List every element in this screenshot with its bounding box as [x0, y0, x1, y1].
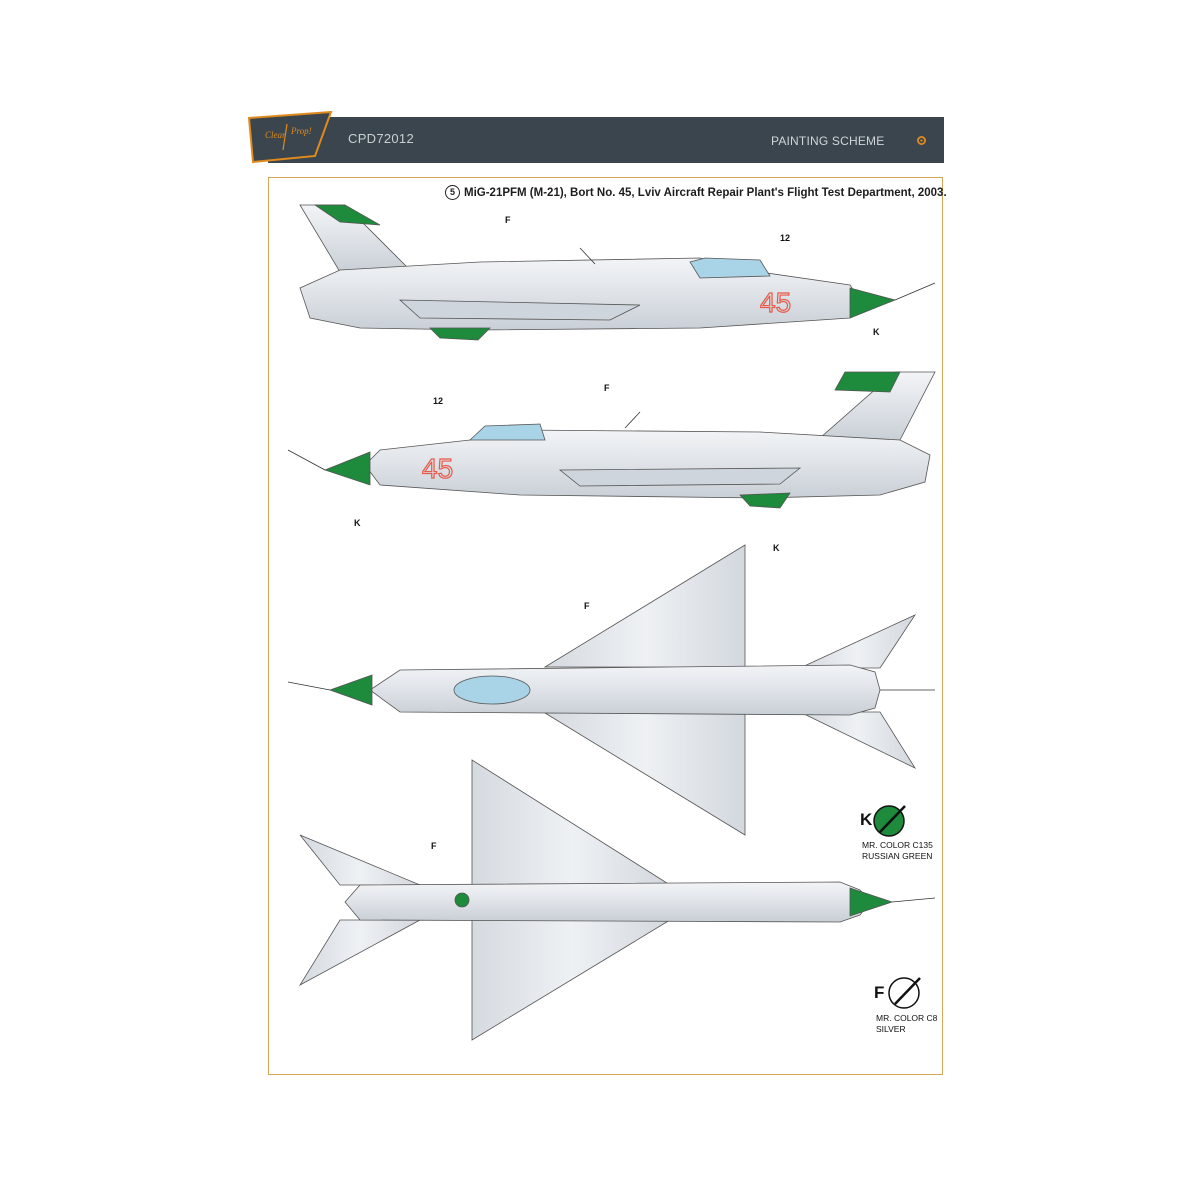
callout-green-1: K — [873, 327, 880, 337]
product-code: CPD72012 — [348, 131, 414, 146]
clear-prop-logo: Clear Prop! — [247, 110, 333, 164]
callout-green-3: K — [773, 543, 780, 553]
green-paint-swatch-icon — [873, 805, 906, 837]
callout-silver-1: F — [505, 215, 511, 225]
bort-number-side-2: 45 — [422, 453, 453, 484]
scheme-frame — [268, 177, 943, 1075]
callout-silver-4: F — [431, 841, 437, 851]
legend-f-line2: SILVER — [876, 1024, 906, 1034]
profile-caption: 5 MiG-21PFM (M-21), Bort No. 45, Lviv Ai… — [445, 185, 947, 200]
legend-letter-k: K — [860, 810, 873, 829]
legend-k-text: MR. COLOR C135 RUSSIAN GREEN — [862, 840, 933, 862]
legend-k-line2: RUSSIAN GREEN — [862, 851, 933, 861]
callout-silver-2: F — [604, 383, 610, 393]
silver-paint-swatch-icon — [888, 977, 921, 1009]
profile-number: 5 — [445, 185, 460, 200]
callout-silver-3: F — [584, 601, 590, 611]
callout-stencil-1: 12 — [780, 233, 791, 243]
profile-caption-text: MiG-21PFM (M-21), Bort No. 45, Lviv Airc… — [464, 186, 947, 199]
orange-dot-icon — [917, 136, 926, 145]
bort-number-side-1: 45 — [760, 287, 791, 318]
left-side-profile — [299, 204, 936, 341]
callout-stencil-2: 12 — [433, 396, 444, 406]
svg-text:Prop!: Prop! — [290, 126, 312, 136]
svg-text:Clear: Clear — [265, 130, 286, 140]
bottom-view-profile — [298, 759, 936, 1041]
top-view-profile — [287, 544, 935, 836]
right-side-profile — [287, 371, 936, 509]
legend-letter-f: F — [874, 983, 885, 1002]
callout-green-2: K — [354, 518, 361, 528]
legend-f-line1: MR. COLOR C8 — [876, 1013, 938, 1023]
legend-f-text: MR. COLOR C8 SILVER — [876, 1013, 937, 1035]
section-title: PAINTING SCHEME — [771, 134, 885, 148]
header-bar — [268, 117, 944, 163]
legend-k-line1: MR. COLOR C135 — [862, 840, 933, 850]
